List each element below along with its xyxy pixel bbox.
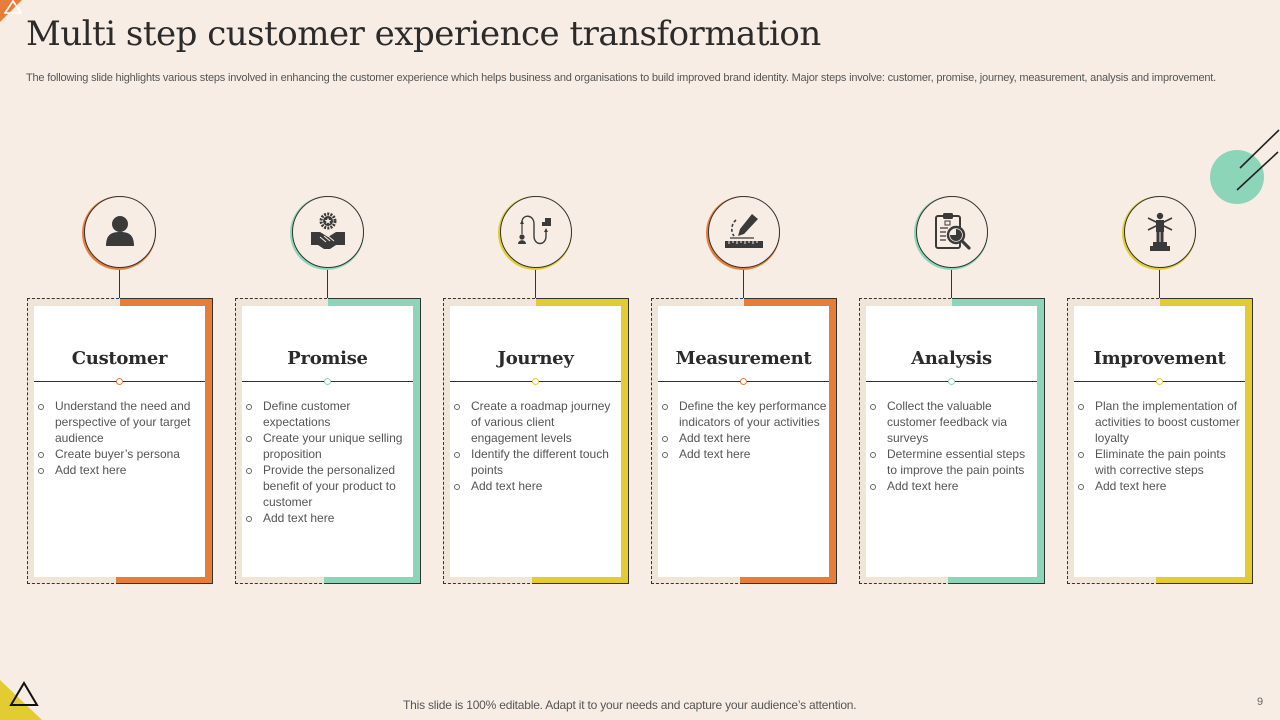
bullet-item: Add text here bbox=[661, 446, 827, 462]
page-subtitle: The following slide highlights various s… bbox=[26, 72, 1216, 84]
triangle-outline-icon bbox=[4, 0, 22, 14]
step-card: Analysis Collect the valuable customer f… bbox=[859, 298, 1045, 584]
handshake-badge-icon bbox=[292, 196, 364, 268]
triangle-outline-icon bbox=[9, 681, 39, 706]
bullet-item: Understand the need and perspective of y… bbox=[37, 398, 203, 446]
connector-line bbox=[535, 270, 537, 298]
bullet-item: Add text here bbox=[37, 462, 203, 478]
divider-dot bbox=[1156, 378, 1163, 385]
divider-dot bbox=[116, 378, 123, 385]
bullet-item: Create buyer’s persona bbox=[37, 446, 203, 462]
bullet-item: Create your unique selling proposition bbox=[245, 430, 411, 462]
bullet-item: Add text here bbox=[1077, 478, 1243, 494]
step-bullets: Collect the valuable customer feedback v… bbox=[869, 398, 1035, 494]
connector-line bbox=[1159, 270, 1161, 298]
step-icon-badge bbox=[914, 196, 990, 272]
bullet-item: Define the key performance indicators of… bbox=[661, 398, 827, 430]
step-icon-badge bbox=[498, 196, 574, 272]
step-analysis: Analysis Collect the valuable customer f… bbox=[859, 196, 1047, 586]
bullet-item: Determine essential steps to improve the… bbox=[869, 446, 1035, 478]
step-measurement: Measurement Define the key performance i… bbox=[651, 196, 839, 586]
step-title: Measurement bbox=[675, 348, 812, 369]
connector-line bbox=[951, 270, 953, 298]
step-bullets: Understand the need and perspective of y… bbox=[37, 398, 203, 478]
step-icon-badge bbox=[1122, 196, 1198, 272]
bullet-item: Add text here bbox=[661, 430, 827, 446]
step-icon-badge bbox=[290, 196, 366, 272]
bullet-item: Add text here bbox=[869, 478, 1035, 494]
bullet-item: Plan the implementation of activities to… bbox=[1077, 398, 1243, 446]
page-title: Multi step customer experience transform… bbox=[26, 14, 821, 54]
divider-dot bbox=[948, 378, 955, 385]
card-panel: Journey Create a roadmap journey of vari… bbox=[450, 306, 621, 577]
clipboard-magnifier-icon bbox=[916, 196, 988, 268]
step-card: Journey Create a roadmap journey of vari… bbox=[443, 298, 629, 584]
decorative-diagonal-lines bbox=[1236, 129, 1280, 191]
journey-path-icon bbox=[500, 196, 572, 268]
step-bullets: Create a roadmap journey of various clie… bbox=[453, 398, 619, 494]
connector-line bbox=[327, 270, 329, 298]
step-icon-badge bbox=[706, 196, 782, 272]
divider-dot bbox=[740, 378, 747, 385]
step-improvement: Improvement Plan the implementation of a… bbox=[1067, 196, 1255, 586]
connector-line bbox=[119, 270, 121, 298]
bullet-item: Collect the valuable customer feedback v… bbox=[869, 398, 1035, 446]
card-panel: Improvement Plan the implementation of a… bbox=[1074, 306, 1245, 577]
card-panel: Analysis Collect the valuable customer f… bbox=[866, 306, 1037, 577]
step-journey: Journey Create a roadmap journey of vari… bbox=[443, 196, 631, 586]
step-title: Promise bbox=[287, 348, 368, 369]
divider-dot bbox=[532, 378, 539, 385]
bullet-item: Add text here bbox=[245, 510, 411, 526]
bullet-item: Eliminate the pain points with correctiv… bbox=[1077, 446, 1243, 478]
page-number: 9 bbox=[1257, 696, 1264, 708]
card-panel: Customer Understand the need and perspec… bbox=[34, 306, 205, 577]
bullet-item: Create a roadmap journey of various clie… bbox=[453, 398, 619, 446]
step-card: Measurement Define the key performance i… bbox=[651, 298, 837, 584]
step-title: Analysis bbox=[911, 348, 992, 369]
step-card: Customer Understand the need and perspec… bbox=[27, 298, 213, 584]
step-bullets: Define the key performance indicators of… bbox=[661, 398, 827, 462]
user-icon bbox=[84, 196, 156, 268]
trophy-figure-icon bbox=[1124, 196, 1196, 268]
decorative-mint-circle bbox=[1210, 150, 1264, 204]
divider-dot bbox=[324, 378, 331, 385]
step-card: Improvement Plan the implementation of a… bbox=[1067, 298, 1253, 584]
footer-note: This slide is 100% editable. Adapt it to… bbox=[403, 698, 857, 712]
step-icon-badge bbox=[82, 196, 158, 272]
bullet-item: Define customer expectations bbox=[245, 398, 411, 430]
pencil-ruler-icon bbox=[708, 196, 780, 268]
step-title: Journey bbox=[497, 348, 574, 369]
step-bullets: Plan the implementation of activities to… bbox=[1077, 398, 1243, 494]
card-panel: Measurement Define the key performance i… bbox=[658, 306, 829, 577]
bullet-item: Add text here bbox=[453, 478, 619, 494]
connector-line bbox=[743, 270, 745, 298]
bullet-item: Identify the different touch points bbox=[453, 446, 619, 478]
step-title: Improvement bbox=[1093, 348, 1226, 369]
step-customer: Customer Understand the need and perspec… bbox=[27, 196, 215, 586]
step-title: Customer bbox=[71, 348, 168, 369]
bullet-item: Provide the personalized benefit of your… bbox=[245, 462, 411, 510]
